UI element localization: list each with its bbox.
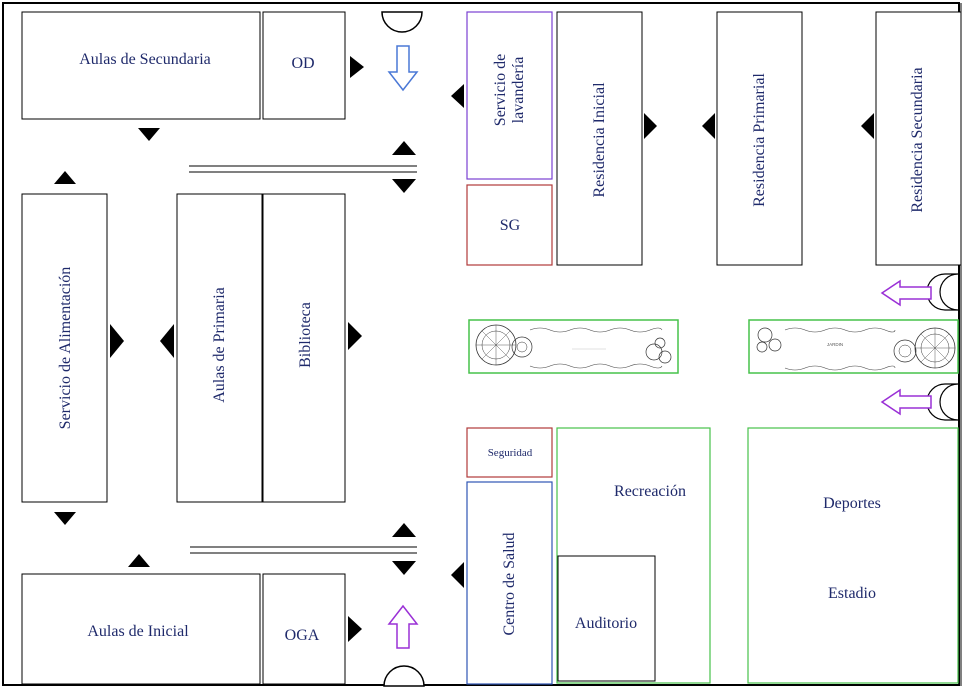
access-corridor-up-lower — [392, 523, 416, 537]
block-servicio-lavanderia: Servicio de lavandería — [466, 11, 553, 180]
servicio-alimentacion-label: Servicio de Alimentación — [57, 267, 74, 430]
block-sg: SG — [466, 184, 553, 266]
jardin-label: JARDIN — [827, 342, 843, 347]
block-centro-salud: Centro de Salud — [466, 481, 553, 685]
auditorio-label: Auditorio — [575, 615, 637, 632]
access-markers — [54, 56, 874, 642]
estadio-label: Estadio — [828, 585, 876, 602]
block-auditorio: Auditorio — [557, 555, 656, 682]
block-aulas-primaria: Aulas de Primaria — [176, 193, 263, 503]
block-residencia-inicial: Residencia Inicial — [556, 11, 643, 266]
blue-down-arrow-icon — [387, 45, 419, 92]
access-aulas-inicial-up — [128, 554, 150, 567]
biblioteca-label: Biblioteca — [297, 302, 314, 368]
access-biblioteca-right — [348, 322, 362, 350]
access-aulas-primaria-left — [160, 324, 174, 358]
access-corridor-down-lower — [392, 561, 416, 575]
block-aulas-secundaria: Aulas de Secundaria — [21, 11, 261, 120]
residencia-secundaria-label: Residencia Secundaria — [909, 67, 926, 212]
lavanderia-label-2: lavandería — [510, 57, 527, 124]
residencia-inicial-label: Residencia Inicial — [591, 82, 608, 198]
corridor-lower — [190, 546, 417, 554]
aulas-secundaria-label: Aulas de Secundaria — [79, 51, 211, 68]
access-oga-right — [348, 616, 362, 642]
deportes-label: Deportes — [823, 495, 881, 512]
seguridad-label: Seguridad — [488, 447, 533, 459]
access-alimentacion-down — [54, 512, 76, 525]
block-biblioteca: Biblioteca — [262, 193, 346, 503]
garden-left — [468, 319, 679, 374]
access-centro-salud-left — [451, 562, 464, 588]
access-corridor-down-upper — [392, 179, 416, 193]
side-door-upper — [926, 273, 959, 311]
residencia-primarial-label: Residencia Primarial — [751, 73, 768, 207]
block-servicio-alimentacion: Servicio de Alimentación — [21, 193, 108, 503]
block-seguridad: Seguridad — [466, 427, 553, 478]
access-alimentacion-right — [110, 324, 124, 358]
access-residencia-inicial-right — [644, 113, 657, 139]
aulas-primaria-label: Aulas de Primaria — [211, 287, 228, 403]
entrance-door-bottom — [383, 665, 425, 687]
block-residencia-primarial: Residencia Primarial — [716, 11, 803, 266]
corridor-upper — [189, 165, 417, 173]
sg-label: SG — [500, 217, 521, 234]
access-alimentacion-up — [54, 171, 76, 184]
access-residencia-secundaria-left — [861, 113, 874, 139]
block-residencia-secundaria: Residencia Secundaria — [875, 11, 962, 266]
purple-left-arrow-upper-icon — [880, 279, 932, 307]
lavanderia-label-1: Servicio de — [492, 54, 509, 126]
block-oga: OGA — [262, 573, 346, 685]
block-aulas-inicial: Aulas de Inicial — [21, 573, 261, 685]
access-lavanderia-left — [451, 84, 464, 108]
entrance-door-top — [381, 11, 423, 33]
od-label: OD — [291, 55, 314, 72]
access-od-right — [350, 56, 364, 78]
aulas-inicial-label: Aulas de Inicial — [87, 623, 189, 640]
garden-right: JARDIN — [748, 319, 959, 374]
access-corridor-up-upper — [392, 141, 416, 155]
recreacion-label: Recreación — [614, 483, 686, 500]
centro-salud-label: Centro de Salud — [501, 532, 518, 635]
oga-label: OGA — [285, 627, 320, 644]
side-door-lower — [926, 383, 959, 421]
block-deportes-estadio: Deportes Estadio — [747, 427, 959, 684]
access-aulas-secundaria-down — [138, 128, 160, 141]
block-od: OD — [262, 11, 346, 120]
access-residencia-primarial-left — [702, 113, 715, 139]
purple-up-arrow-icon — [387, 604, 419, 649]
purple-left-arrow-lower-icon — [880, 388, 932, 416]
